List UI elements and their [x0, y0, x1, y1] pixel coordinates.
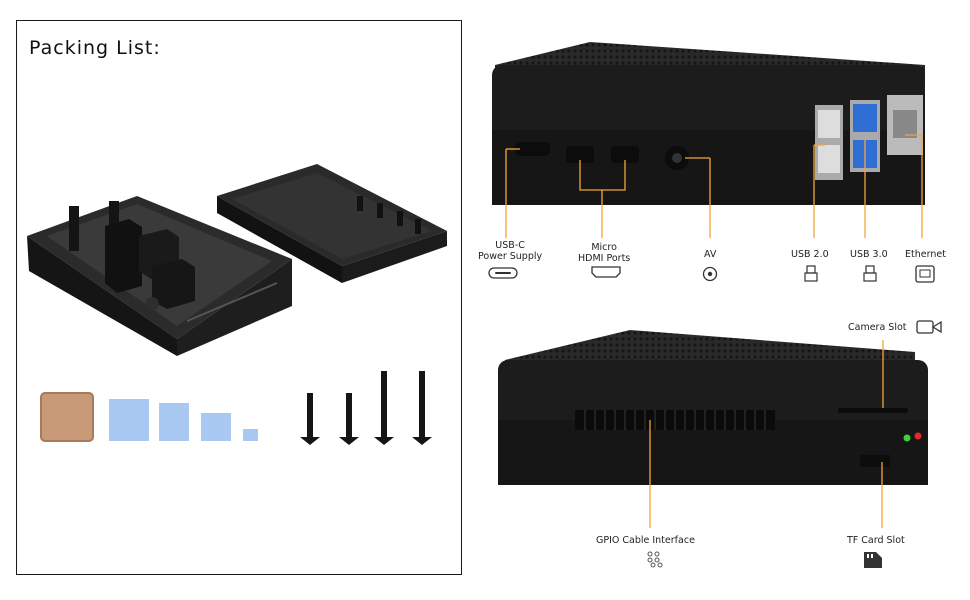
hdmi-label: Micro HDMI Ports — [578, 242, 631, 264]
packing-list-title: Packing List: — [29, 37, 161, 59]
usb-icon — [863, 265, 877, 282]
camera-slot-label: Camera Slot — [848, 322, 907, 333]
hdmi-icon — [591, 266, 621, 278]
ethernet-label: Ethernet — [905, 249, 946, 260]
ethernet-icon — [915, 265, 935, 283]
case-bottom — [27, 196, 292, 356]
thermal-pad — [159, 403, 189, 441]
case-side-view — [498, 330, 928, 485]
product-views — [492, 42, 928, 528]
usb-3-label: USB 3.0 — [850, 249, 888, 260]
screws — [300, 371, 432, 445]
usb-icon — [804, 265, 818, 282]
usb-c-label: USB-C Power Supply — [478, 240, 543, 262]
gpio-icon — [647, 551, 663, 568]
case-lid — [217, 164, 447, 283]
case-front-view — [492, 42, 925, 205]
tf-card-label: TF Card Slot — [847, 535, 905, 546]
thermal-pad — [201, 413, 231, 441]
copper-heatsink-pad — [40, 392, 94, 442]
gpio-label: GPIO Cable Interface — [596, 535, 695, 546]
port-callouts — [505, 134, 923, 238]
camera-icon — [916, 320, 942, 334]
side-callouts — [649, 340, 884, 528]
av-label: AV — [704, 249, 717, 260]
av-jack-icon — [702, 266, 718, 282]
usb-c-icon — [488, 267, 518, 279]
packing-contents-illustration — [27, 164, 447, 445]
thermal-pad — [109, 399, 149, 441]
usb-2-label: USB 2.0 — [791, 249, 829, 260]
sd-card-icon — [864, 552, 882, 568]
thermal-pad — [243, 429, 258, 441]
packing-list-panel: Packing List: — [16, 20, 462, 575]
